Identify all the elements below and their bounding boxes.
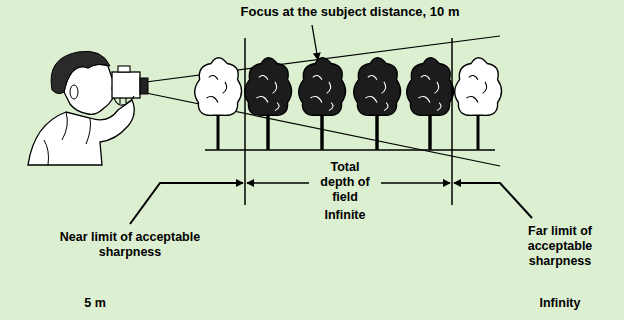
tree-outline xyxy=(455,58,502,150)
far-bracket xyxy=(454,183,532,218)
near-limit-line xyxy=(244,38,246,205)
dimension-arrow xyxy=(381,182,450,183)
photographer-figure xyxy=(28,51,148,165)
label-text: Focus at the subject distance, 10 m xyxy=(190,4,510,19)
label-text: Total depth of field xyxy=(312,160,378,205)
label-text: Near limit of acceptable sharpness xyxy=(40,230,220,260)
tree-in-focus xyxy=(245,58,292,150)
near-bracket xyxy=(130,183,243,224)
label-text: Infinity xyxy=(515,296,605,311)
label-text: 5 m xyxy=(65,296,125,311)
dimension-arrow xyxy=(247,182,309,183)
tree-in-focus xyxy=(299,58,346,150)
tree-in-focus xyxy=(354,58,401,150)
focus-pointer xyxy=(312,25,318,60)
label-text: Far limit of acceptable sharpness xyxy=(508,224,612,269)
label-text: Infinite xyxy=(300,208,390,223)
far-limit-line xyxy=(451,38,453,205)
tree-in-focus xyxy=(407,58,454,150)
tree-outline xyxy=(195,58,242,150)
